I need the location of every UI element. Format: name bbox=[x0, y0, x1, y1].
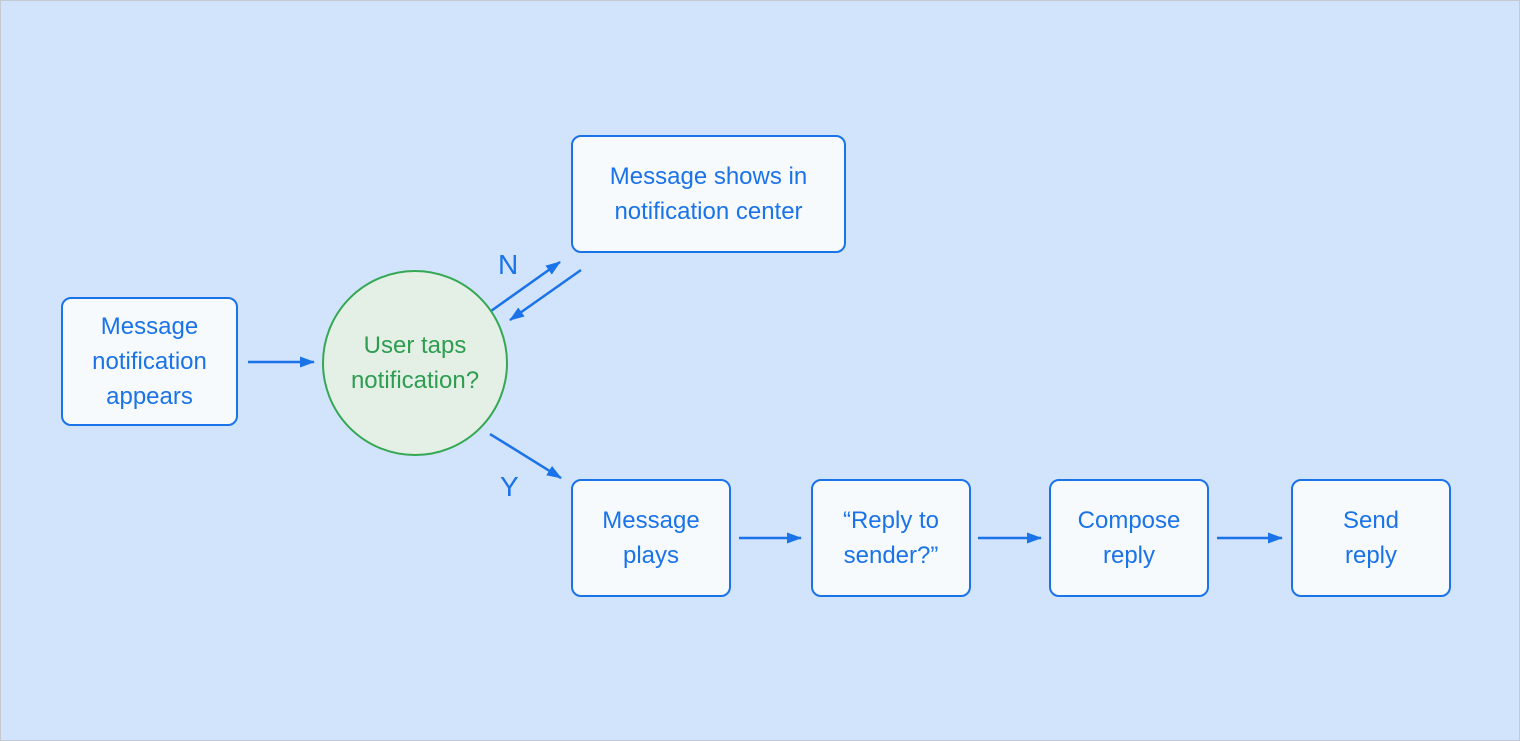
node-label: Compose reply bbox=[1077, 507, 1181, 569]
node-message-plays[interactable]: Message plays bbox=[571, 479, 731, 597]
node-label: User taps notification? bbox=[350, 332, 480, 394]
edge-label-no: N bbox=[498, 249, 519, 280]
node-label: Send reply bbox=[1342, 507, 1400, 569]
arrow-notification-center-to-decision bbox=[509, 268, 582, 322]
node-label: “Reply to sender?” bbox=[842, 507, 940, 569]
node-message-notification-appears[interactable]: Message notification appears bbox=[61, 297, 238, 426]
node-label: Message shows in notification center bbox=[609, 163, 808, 225]
node-send-reply[interactable]: Send reply bbox=[1291, 479, 1451, 597]
node-label: Message notification appears bbox=[92, 313, 207, 410]
edge-label-yes: Y bbox=[500, 471, 519, 502]
node-compose-reply[interactable]: Compose reply bbox=[1049, 479, 1209, 597]
node-message-shows-in-notification-center[interactable]: Message shows in notification center bbox=[571, 135, 846, 253]
node-decision-user-taps-notification[interactable]: User taps notification? bbox=[322, 270, 508, 456]
node-label: Message plays bbox=[602, 507, 700, 569]
node-reply-to-sender[interactable]: “Reply to sender?” bbox=[811, 479, 971, 597]
